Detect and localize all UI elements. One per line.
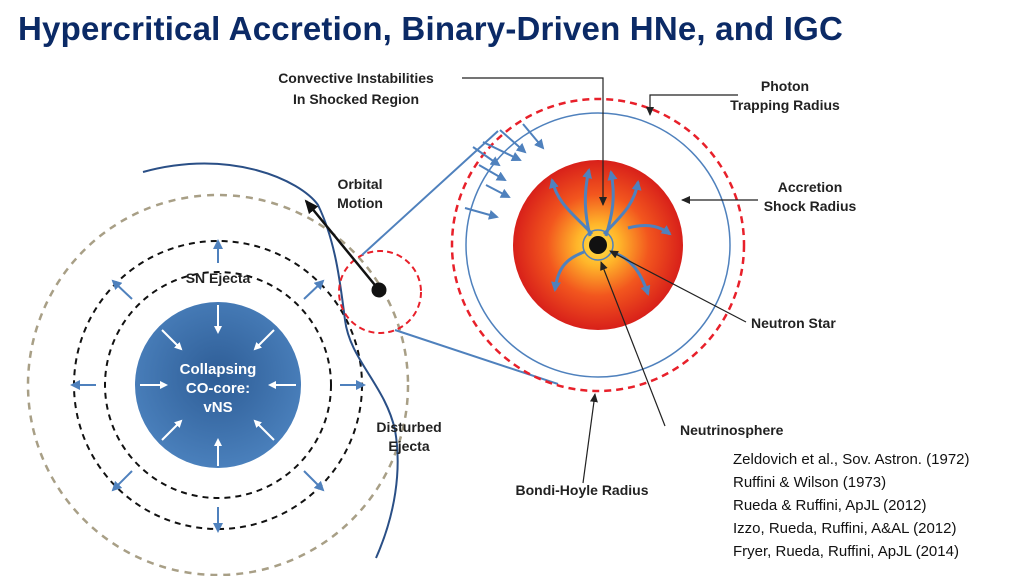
slide-title: Hypercritical Accretion, Binary-Driven H… <box>18 10 844 47</box>
infall-arrows <box>464 123 545 220</box>
bondi-hoyle-boundary <box>450 97 746 393</box>
reference-item: Fryer, Rueda, Ruffini, ApJL (2014) <box>733 543 959 560</box>
core-collapse-arrows <box>140 305 296 466</box>
pointer-convective <box>462 77 607 206</box>
ns-accretion-region <box>338 250 422 334</box>
disturbed-ejecta-label-line1: Disturbed <box>376 419 441 435</box>
pointer-neutrinosphere <box>600 261 666 427</box>
disturbed-ejecta-curve <box>142 162 399 559</box>
core-label-line1: Collapsing <box>180 361 257 378</box>
reference-item: Zeldovich et al., Sov. Astron. (1972) <box>733 451 970 468</box>
zoom-line-top <box>361 130 499 256</box>
neutrinosphere-label: Neutrinosphere <box>680 422 784 438</box>
zoomed-accretion-region <box>450 97 746 393</box>
reference-item: Izzo, Rueda, Ruffini, A&AL (2012) <box>733 520 957 537</box>
pointer-photon <box>646 94 738 116</box>
zoom-line-bottom <box>394 329 559 385</box>
pointer-neutron-star <box>609 250 747 323</box>
reference-list: Zeldovich et al., Sov. Astron. (1972) Ru… <box>733 448 970 563</box>
orbital-label-line2: Motion <box>337 195 383 211</box>
photon-label-line1: Photon <box>761 78 809 94</box>
bondi-hoyle-label: Bondi-Hoyle Radius <box>515 482 648 498</box>
accretion-label-line2: Shock Radius <box>764 198 857 214</box>
neutron-star-label: Neutron Star <box>751 315 836 331</box>
pointer-lines <box>462 77 758 484</box>
orbital-motion-arrow <box>304 199 380 291</box>
core-label-line2: CO-core: <box>186 380 250 397</box>
reference-item: Ruffini & Wilson (1973) <box>733 474 887 491</box>
accretion-label-line1: Accretion <box>778 179 843 195</box>
sn-ejecta-label: SN Ejecta <box>186 270 251 286</box>
core-label-line3: vNS <box>203 399 232 416</box>
neutrinosphere-ring <box>582 229 614 261</box>
photon-label-line2: Trapping Radius <box>730 97 840 113</box>
orbital-label-line1: Orbital <box>337 176 382 192</box>
binary-system: Collapsing CO-core: vNS <box>26 130 559 576</box>
convective-plume-arrows <box>549 168 672 296</box>
convective-label-line1: Convective Instabilities <box>278 70 434 86</box>
convective-label-line2: In Shocked Region <box>293 91 419 107</box>
central-neutron-star <box>589 236 607 254</box>
ejecta-shell-inner <box>104 271 332 499</box>
reference-item: Rueda & Ruffini, ApJL (2012) <box>733 497 927 514</box>
photon-trapping-boundary <box>465 112 731 378</box>
pointer-bondi-hoyle <box>582 393 598 484</box>
disturbed-ejecta-label-line2: Ejecta <box>388 438 429 454</box>
outer-ejecta-shell <box>26 193 410 576</box>
ejecta-expansion-arrows <box>70 239 366 533</box>
